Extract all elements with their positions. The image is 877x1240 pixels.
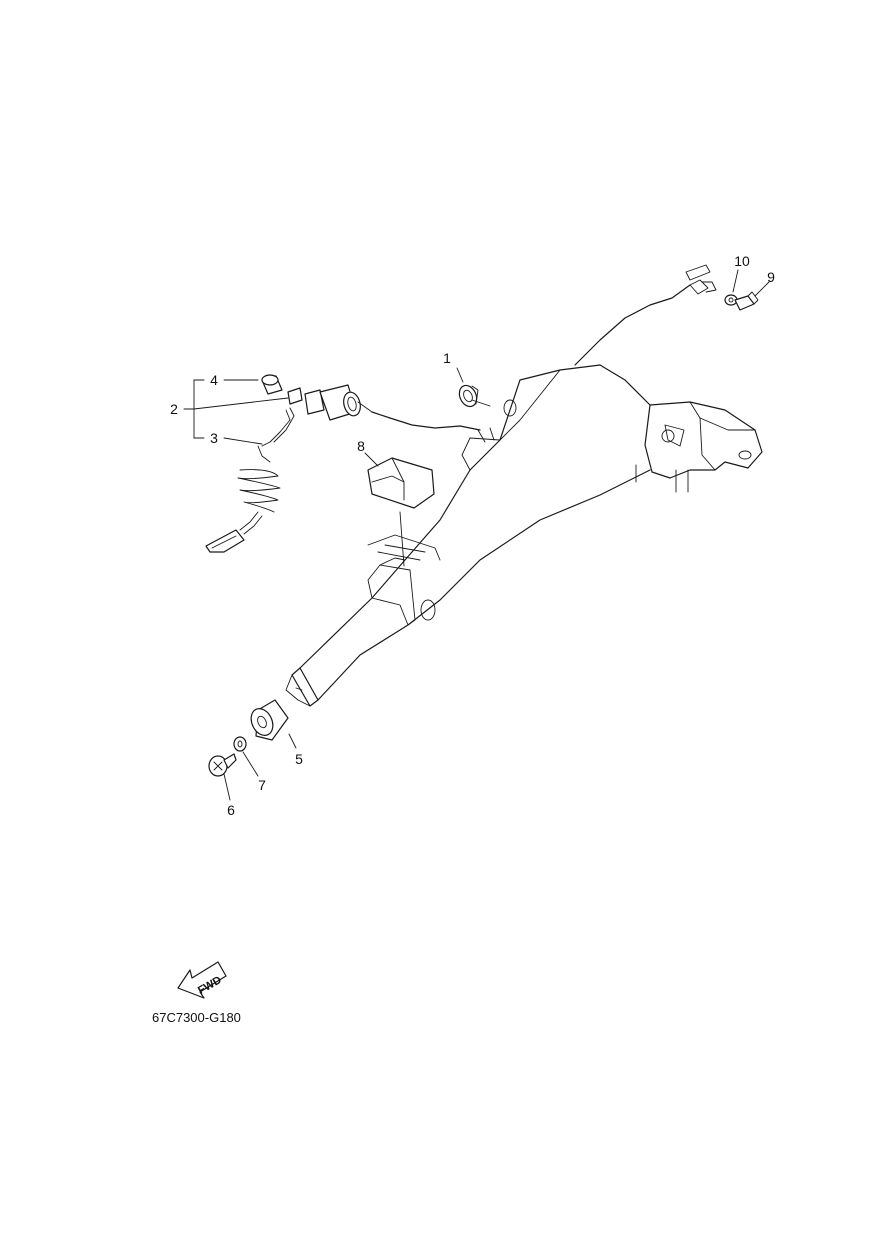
- stop-switch-cable: [574, 264, 717, 366]
- bolt-part-9: [734, 291, 759, 311]
- washer-part-10: [724, 294, 738, 306]
- washer-part-7: [233, 736, 247, 752]
- callout-5: 5: [295, 751, 303, 767]
- callout-4: 4: [210, 372, 218, 388]
- callout-8: 8: [357, 438, 365, 454]
- screw-part-6: [208, 753, 237, 777]
- grommet-part-1: [458, 384, 479, 408]
- tiller-handle: [285, 364, 763, 707]
- callout-9: 9: [767, 269, 775, 285]
- callout-10: 10: [734, 253, 750, 269]
- callout-7: 7: [258, 777, 266, 793]
- grip-cap-part-5: [250, 699, 289, 741]
- callout-1: 1: [443, 350, 451, 366]
- leader-lines: [183, 269, 770, 801]
- cap-part-4: [261, 374, 283, 395]
- callout-6: 6: [227, 802, 235, 818]
- diagram-code: 67C7300-G180: [152, 1010, 241, 1025]
- fwd-arrow-icon: FWD: [177, 961, 227, 999]
- pad-part-8: [367, 457, 435, 567]
- stop-switch-part-2: [287, 384, 481, 431]
- callout-2: 2: [170, 401, 178, 417]
- callouts: 1 2 3 4 5 6 7 8 9 10: [170, 253, 775, 818]
- lanyard-part-3: [205, 407, 295, 553]
- callout-3: 3: [210, 430, 218, 446]
